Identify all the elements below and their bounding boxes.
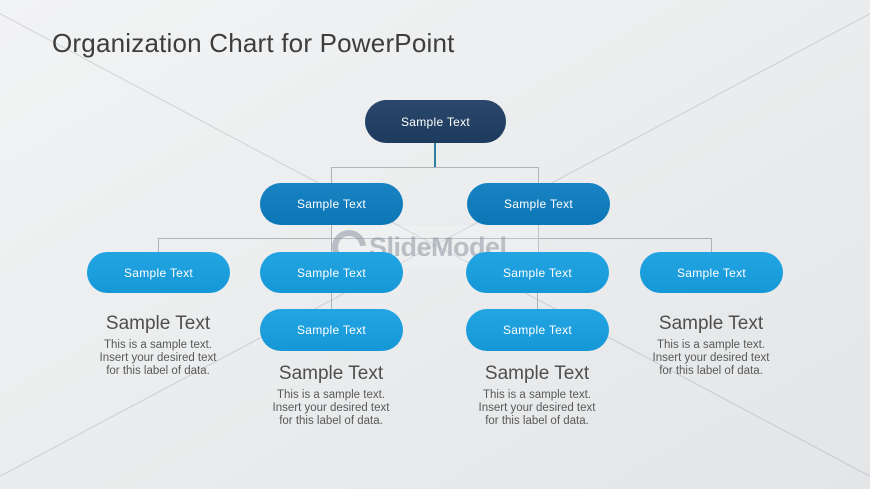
slide-title: Organization Chart for PowerPoint [52, 28, 455, 58]
caption-block-col2: Sample Text This is a sample text. Inser… [221, 363, 441, 428]
org-node-level4-right: Sample Text [466, 309, 609, 351]
caption-line: Insert your desired text [652, 352, 770, 364]
connector-l4-right-drop [537, 293, 538, 309]
org-node-label: Sample Text [296, 323, 367, 337]
org-node-label: Sample Text [676, 265, 747, 280]
connector-l3-1-drop [158, 238, 159, 252]
caption-line: Insert your desired text [99, 352, 217, 364]
caption-line: for this label of data. [106, 365, 210, 377]
org-node-label: Sample Text [123, 265, 194, 280]
caption-heading: Sample Text [105, 313, 211, 334]
org-node-level4-left: Sample Text [260, 309, 403, 351]
org-node-level2-right: Sample Text [467, 183, 610, 225]
connector-level2-left-drop [331, 167, 332, 184]
caption-line: This is a sample text. [482, 389, 591, 401]
org-node-label: Sample Text [502, 323, 573, 337]
caption-line: This is a sample text. [103, 339, 212, 351]
caption-line: This is a sample text. [656, 339, 765, 351]
caption-line: Insert your desired text [272, 402, 390, 414]
caption-heading: Sample Text [278, 363, 384, 384]
connector-root-down [434, 143, 436, 168]
org-node-label: Sample Text [296, 265, 367, 280]
caption-block-col3: Sample Text This is a sample text. Inser… [427, 363, 647, 428]
caption-line: for this label of data. [659, 365, 763, 377]
org-node-label: Sample Text [503, 197, 574, 211]
connector-l3-4-drop [711, 238, 712, 252]
caption-line: This is a sample text. [276, 389, 385, 401]
org-node-root: Sample Text [365, 100, 506, 143]
caption-line: Insert your desired text [478, 402, 596, 414]
org-node-label: Sample Text [296, 197, 367, 211]
connector-l4-left-drop [331, 293, 332, 309]
org-node-label: Sample Text [502, 265, 573, 280]
connector-level3-horizontal [158, 238, 712, 239]
connector-level2-horizontal [331, 167, 539, 168]
caption-heading: Sample Text [658, 313, 764, 334]
caption-line: for this label of data. [485, 415, 589, 427]
org-node-level3-4: Sample Text [640, 252, 783, 293]
org-node-label: Sample Text [400, 114, 471, 129]
caption-line: for this label of data. [279, 415, 383, 427]
caption-heading: Sample Text [484, 363, 590, 384]
org-node-level3-3: Sample Text [466, 252, 609, 293]
caption-block-col1: Sample Text This is a sample text. Inser… [48, 313, 268, 378]
caption-block-col4: Sample Text This is a sample text. Inser… [601, 313, 821, 378]
org-node-level3-1: Sample Text [87, 252, 230, 293]
org-node-level2-left: Sample Text [260, 183, 403, 225]
connector-level2-right-drop [538, 167, 539, 184]
org-node-level3-2: Sample Text [260, 252, 403, 293]
